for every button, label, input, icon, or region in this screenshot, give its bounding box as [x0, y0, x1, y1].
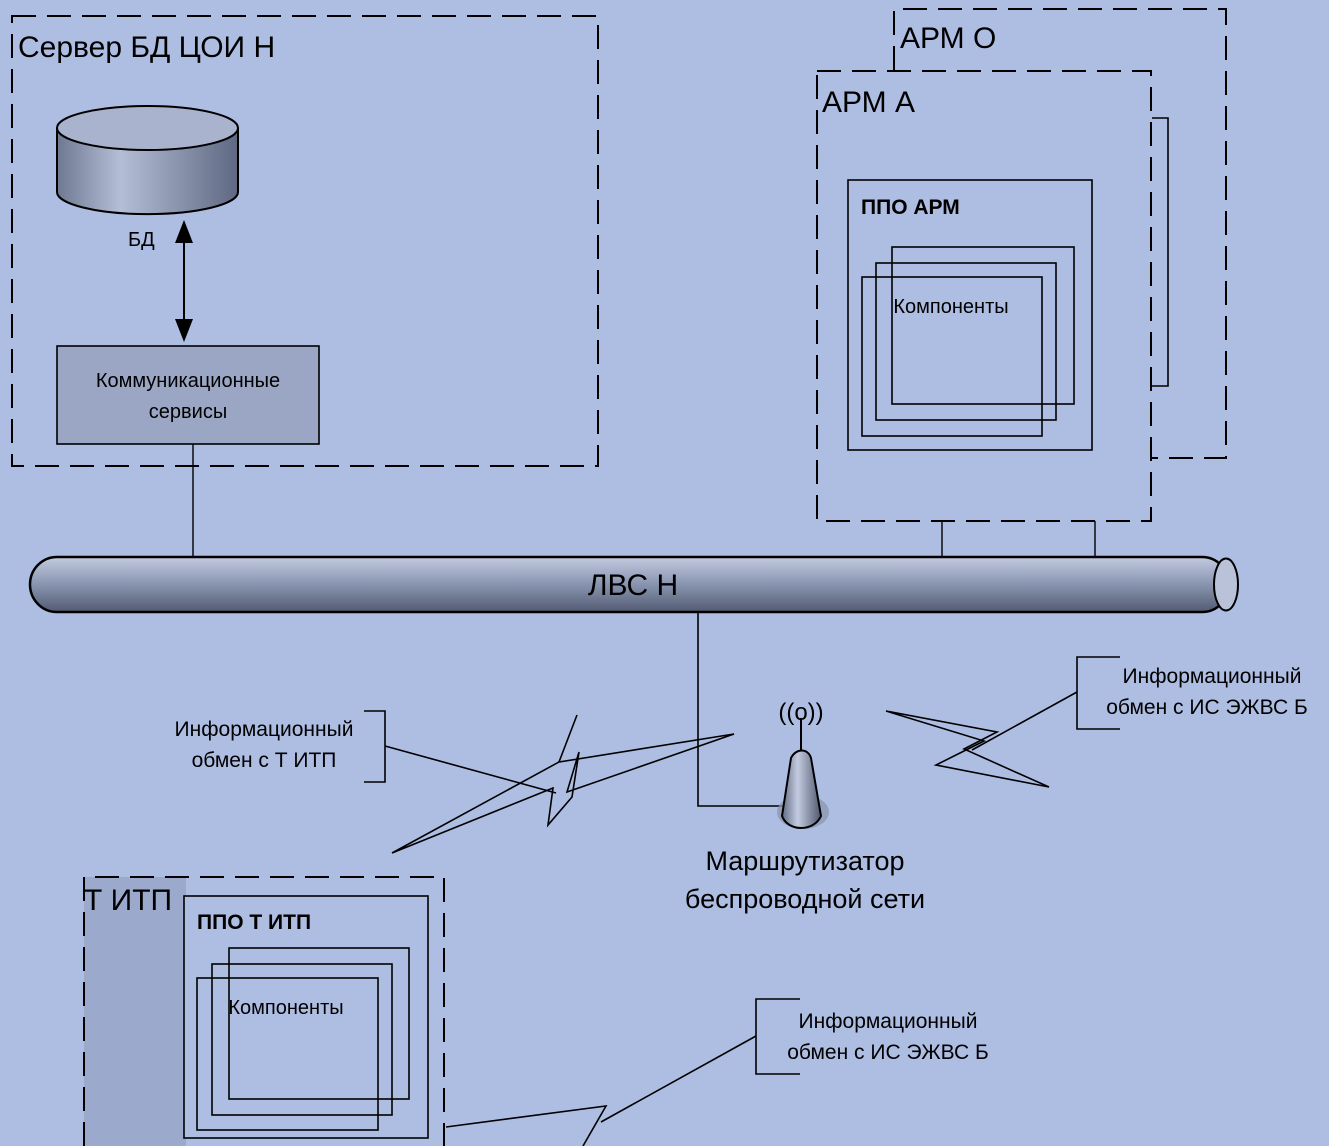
lan-label: ЛВС Н — [588, 569, 678, 602]
arm-a-title: АРМ А — [822, 86, 915, 119]
exchange-titp-callout: Информационный обмен с Т ИТП — [175, 710, 557, 794]
arm-o-group: АРМ О — [893, 8, 1227, 459]
exchange-right-callout: Информационный обмен с ИС ЭЖВС Б — [971, 656, 1308, 751]
router-icon — [777, 718, 829, 829]
arm-o-inner-edge — [1152, 117, 1169, 387]
database-icon — [56, 105, 239, 216]
router-label-line1: Маршрутизатор — [705, 846, 904, 876]
arm-a-ppo-box — [847, 179, 1093, 451]
titp-components-label: Компоненты — [228, 997, 343, 1019]
lightning-link-bottom — [445, 1104, 608, 1146]
titp-ppo-title: ППО Т ИТП — [197, 911, 311, 934]
comm-services-line2: сервисы — [149, 401, 227, 423]
wireless-signal-icon: ((ο)) — [778, 699, 823, 726]
arm-o-title: АРМ О — [900, 22, 996, 55]
db-label: БД — [128, 229, 155, 251]
titp-components-stack — [196, 947, 410, 1131]
titp-group: Т ИТП ППО Т ИТП Компоненты — [83, 876, 445, 1146]
server-title: Сервер БД ЦОИ Н — [18, 31, 275, 64]
server-frame — [11, 15, 599, 467]
exchange-right-line1: Информационный — [1123, 665, 1302, 688]
arm-a-frame — [816, 70, 1152, 522]
server-group: Сервер БД ЦОИ Н БД Коммуникационные серв… — [11, 15, 599, 467]
arm-a-components-label: Компоненты — [893, 296, 1008, 318]
titp-ppo-box — [183, 895, 429, 1139]
lightning-link-icon — [391, 714, 735, 854]
exchange-titp-line1: Информационный — [175, 718, 354, 741]
comm-services-box — [56, 345, 320, 445]
arm-a-components-stack — [861, 246, 1075, 437]
exchange-titp-line2: обмен с Т ИТП — [192, 749, 337, 772]
arm-a-group: АРМ А ППО АРМ Компоненты — [816, 70, 1152, 522]
lightning-link-right — [885, 710, 1050, 788]
exchange-bottom-line2: обмен с ИС ЭЖВС Б — [787, 1041, 989, 1064]
exchange-bottom-line1: Информационный — [799, 1010, 978, 1033]
lan-pipe-icon — [28, 555, 1239, 614]
exchange-right-line2: обмен с ИС ЭЖВС Б — [1106, 696, 1308, 719]
exchange-bottom-callout: Информационный обмен с ИС ЭЖВС Б — [600, 998, 989, 1123]
arm-a-ppo-title: ППО АРМ — [861, 196, 960, 219]
db-link-arrow — [175, 220, 193, 342]
lan-router-connector — [697, 612, 786, 807]
titp-shade — [84, 877, 186, 1146]
comm-services-line1: Коммуникационные — [96, 370, 280, 392]
arm-o-frame — [893, 8, 1227, 459]
titp-title: Т ИТП — [84, 884, 172, 917]
router-label-line2: беспроводной сети — [685, 884, 925, 914]
